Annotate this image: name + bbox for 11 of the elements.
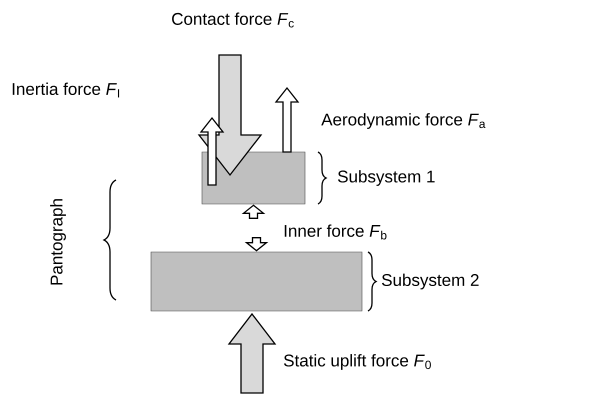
brace-label: Subsystem 1 <box>338 170 435 186</box>
force-arrow <box>242 204 266 219</box>
subsystem-block <box>150 252 362 312</box>
label: Contact force F$_{c}$ <box>172 12 294 28</box>
brace-label: Subsystem 2 <box>382 274 479 290</box>
label: Inertia force F$_{I}$ <box>12 82 120 98</box>
label: Static uplift force F$_{0}$ <box>284 354 431 370</box>
label: Aerodynamic force F$_{a}$ <box>321 113 486 129</box>
label: Inner force F$_{b}$ <box>284 224 386 240</box>
label: Pantograph <box>50 199 66 285</box>
force-arrow <box>244 237 268 252</box>
